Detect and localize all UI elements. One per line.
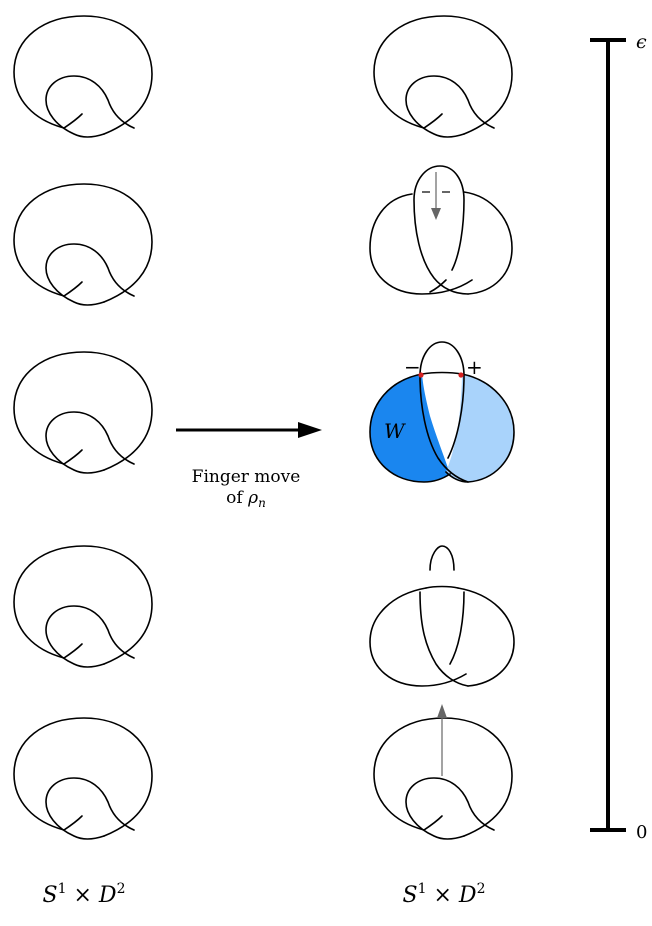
right-knot-3 [369,341,515,483]
left-space-sup2: 2 [117,881,126,897]
left-knot-1 [13,15,153,138]
minus-intersection-dot [418,372,424,378]
arrow-caption-symbol: ρ [247,488,258,508]
region-w-label: W [384,419,406,443]
left-knot-4 [13,545,153,668]
arrow-caption-line2: of ρn [226,488,266,510]
left-space-d: D [98,883,117,908]
left-knot-3 [13,351,153,474]
right-space-base: S [403,883,418,908]
left-space-sup1: 1 [58,881,67,897]
arrow-caption-subscript: n [258,496,266,510]
left-space-times: × [67,883,99,908]
plus-intersection-dot [458,372,464,378]
right-space-d: D [458,883,477,908]
right-space-sup1: 1 [418,881,427,897]
time-axis [590,38,626,832]
right-knot-1 [373,15,513,138]
region-w-dark [370,374,450,482]
finger-move-arrow [176,422,322,438]
frame2-finger-arrow [422,172,450,220]
plus-sign-label: + [466,355,483,379]
frame5-up-arrow [437,704,447,776]
right-space-sup2: 2 [477,881,486,897]
left-knot-2 [13,183,153,306]
right-space-label: S1 × D2 [403,881,486,908]
right-space-times: × [427,883,459,908]
arrow-caption-prefix: of [226,488,248,508]
region-w-light [446,374,514,482]
minus-sign-label: − [404,355,421,379]
right-knot-2 [369,165,513,295]
time-axis-bottom-label: 0 [636,822,647,843]
time-axis-top-label: ϵ [636,31,647,53]
right-knot-5 [373,717,513,840]
right-knot-4 [369,545,515,687]
left-knot-5 [13,717,153,840]
left-space-base: S [43,883,58,908]
left-space-label: S1 × D2 [43,881,126,908]
arrow-caption-line1: Finger move [192,467,301,487]
